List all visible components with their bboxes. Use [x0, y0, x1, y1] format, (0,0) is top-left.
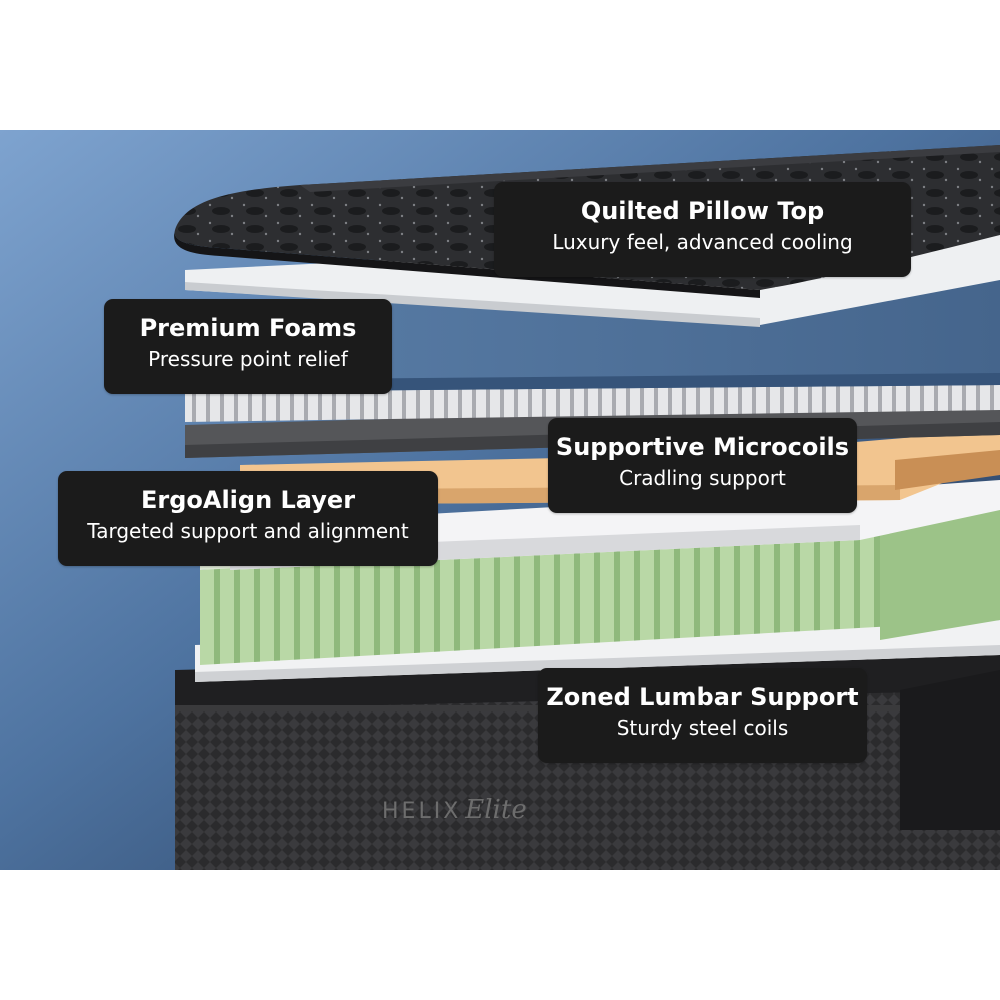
brand-line: Elite	[465, 795, 527, 825]
callout-title: Premium Foams	[139, 314, 357, 342]
callout-supportive-microcoils: Supportive Microcoils Cradling support	[548, 418, 857, 513]
callout-title: Supportive Microcoils	[555, 433, 850, 461]
callout-subtitle: Targeted support and alignment	[87, 519, 409, 543]
callout-subtitle: Cradling support	[619, 466, 786, 490]
callout-subtitle: Sturdy steel coils	[616, 716, 789, 740]
callout-title: Zoned Lumbar Support	[546, 683, 859, 711]
callout-subtitle: Luxury feel, advanced cooling	[552, 230, 853, 254]
callout-quilted-pillow-top: Quilted Pillow Top Luxury feel, advanced…	[494, 182, 911, 277]
callout-title: Quilted Pillow Top	[580, 197, 825, 225]
brand-name: HELIX	[382, 799, 462, 824]
callout-zoned-lumbar-support: Zoned Lumbar Support Sturdy steel coils	[538, 668, 867, 763]
callout-ergoalign-layer: ErgoAlign Layer Targeted support and ali…	[58, 471, 438, 566]
callout-subtitle: Pressure point relief	[148, 347, 348, 371]
callout-title: ErgoAlign Layer	[140, 486, 356, 514]
callout-premium-foams: Premium Foams Pressure point relief	[104, 299, 392, 394]
